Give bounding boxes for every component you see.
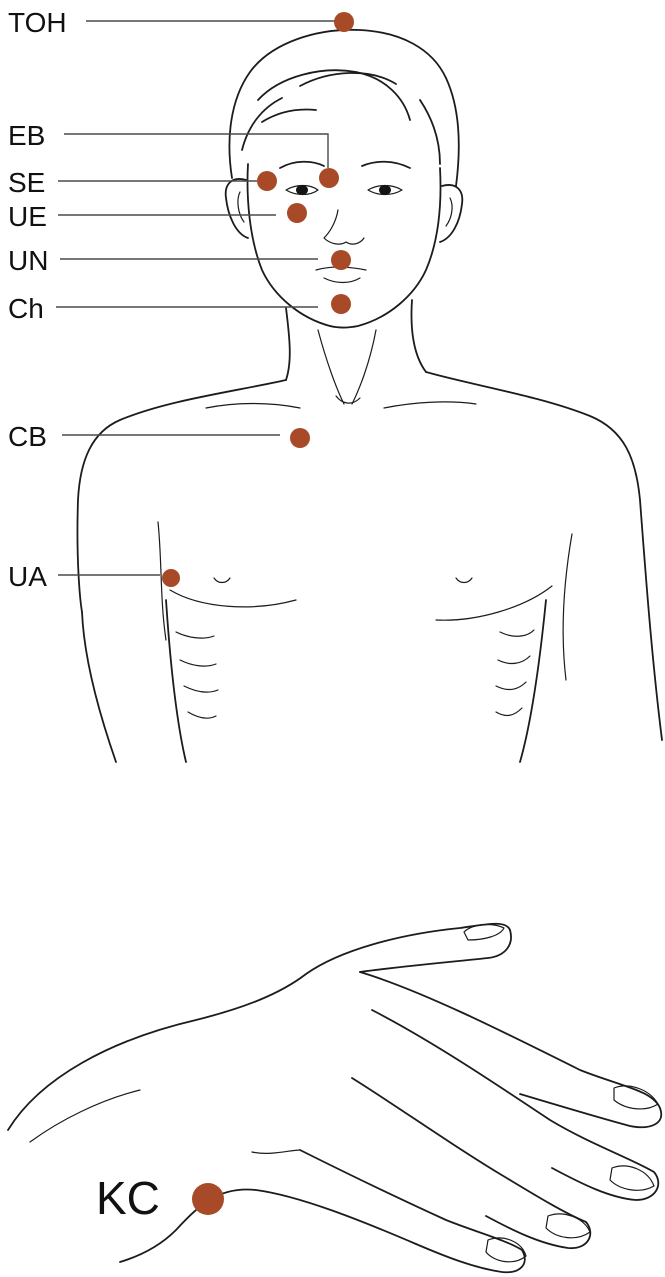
left-nipple bbox=[214, 578, 230, 583]
right-rib bbox=[500, 630, 534, 636]
point-cb[interactable]: CB bbox=[8, 421, 310, 452]
middle-finger bbox=[360, 972, 661, 1127]
point-marker[interactable] bbox=[162, 569, 180, 587]
point-label: SE bbox=[8, 167, 45, 198]
left-pectoral bbox=[170, 590, 296, 607]
neck-left bbox=[286, 308, 290, 380]
right-shoulder bbox=[426, 372, 662, 740]
point-label: KC bbox=[96, 1172, 160, 1224]
point-marker[interactable] bbox=[319, 168, 339, 188]
right-torso-side bbox=[520, 600, 546, 762]
point-ua[interactable]: UA bbox=[8, 561, 180, 592]
point-label: UA bbox=[8, 561, 47, 592]
point-label: TOH bbox=[8, 7, 67, 38]
right-ear-inner bbox=[446, 198, 452, 226]
point-eb[interactable]: EB bbox=[8, 120, 339, 188]
point-label: CB bbox=[8, 421, 47, 452]
point-label: UE bbox=[8, 201, 47, 232]
hand-edge bbox=[120, 1189, 416, 1262]
right-rib bbox=[496, 682, 526, 689]
left-shoulder bbox=[77, 380, 286, 612]
point-marker[interactable] bbox=[192, 1183, 224, 1215]
point-marker[interactable] bbox=[257, 171, 277, 191]
point-marker[interactable] bbox=[331, 294, 351, 314]
hair-strand bbox=[300, 73, 396, 86]
left-rib bbox=[184, 686, 218, 692]
left-ear-inner bbox=[238, 192, 244, 222]
lower-lip bbox=[324, 278, 360, 283]
point-marker[interactable] bbox=[287, 203, 307, 223]
hair-strand bbox=[420, 100, 440, 164]
left-eyebrow bbox=[280, 162, 324, 168]
knuckle-line bbox=[252, 1150, 300, 1153]
point-marker[interactable] bbox=[331, 250, 351, 270]
little-nail bbox=[546, 1214, 590, 1238]
point-label: Ch bbox=[8, 293, 44, 324]
right-clavicle bbox=[384, 402, 476, 408]
nose bbox=[324, 210, 364, 244]
point-ue[interactable]: UE bbox=[8, 201, 307, 232]
point-label: UN bbox=[8, 245, 48, 276]
right-nipple bbox=[456, 578, 472, 583]
point-kc[interactable]: KC bbox=[96, 1172, 224, 1224]
right-pectoral bbox=[436, 586, 552, 620]
left-torso-side bbox=[166, 600, 186, 762]
point-toh[interactable]: TOH bbox=[8, 7, 354, 38]
left-arm bbox=[82, 612, 116, 762]
left-rib bbox=[188, 712, 216, 718]
left-pupil bbox=[296, 185, 308, 195]
hair-strand bbox=[262, 110, 316, 123]
right-eyebrow bbox=[362, 162, 410, 168]
right-rib bbox=[498, 656, 530, 663]
neck-right bbox=[412, 300, 426, 372]
right-rib bbox=[496, 708, 522, 715]
point-marker[interactable] bbox=[334, 12, 354, 32]
right-pupil bbox=[379, 185, 391, 195]
left-rib bbox=[176, 632, 214, 638]
point-ch[interactable]: Ch bbox=[8, 293, 351, 324]
throat-notch bbox=[336, 396, 360, 403]
left-ear bbox=[226, 179, 248, 238]
left-rib bbox=[180, 660, 216, 666]
point-label: EB bbox=[8, 120, 45, 151]
hand-outline-top bbox=[8, 924, 510, 1130]
right-arm-inner bbox=[563, 534, 572, 680]
neck-muscle bbox=[352, 330, 376, 404]
hair-strand bbox=[242, 98, 282, 150]
point-se[interactable]: SE bbox=[8, 167, 277, 198]
leader-line bbox=[64, 134, 328, 168]
neck-muscle bbox=[318, 330, 344, 404]
index-finger bbox=[360, 930, 511, 972]
point-un[interactable]: UN bbox=[8, 245, 351, 276]
wrist-line bbox=[30, 1090, 140, 1142]
ring-nail bbox=[610, 1166, 654, 1190]
point-marker[interactable] bbox=[290, 428, 310, 448]
left-clavicle bbox=[206, 404, 300, 409]
torso-figure bbox=[77, 30, 662, 762]
